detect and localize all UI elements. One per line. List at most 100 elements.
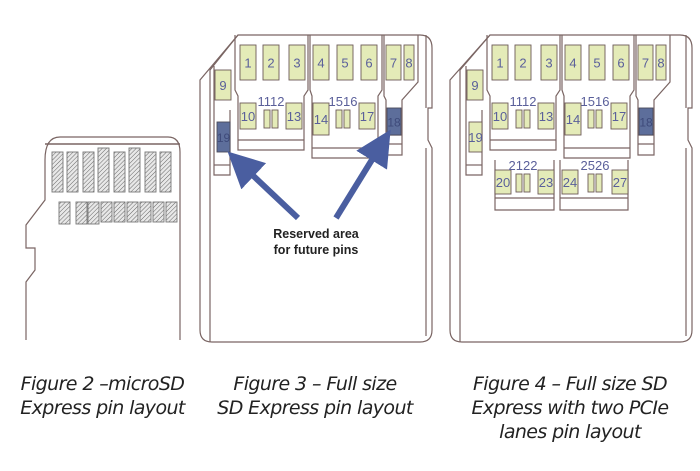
microsd-top-pin — [66, 151, 79, 193]
pin-label-9: 9 — [471, 78, 478, 93]
pin-17 — [358, 102, 376, 130]
microsd-bottom-pin — [152, 201, 165, 223]
pin-label-7: 7 — [390, 56, 397, 71]
pin-label-5: 5 — [593, 56, 600, 71]
pin-4 — [564, 44, 582, 81]
figure-4-caption-line1: Figure 4 – Full size SD — [472, 373, 668, 395]
pin-label-19: 19 — [217, 131, 231, 145]
microsd-top-pin — [144, 151, 157, 193]
card-contact-frame — [638, 134, 654, 145]
card-contact-frame — [309, 35, 383, 159]
pin-label-3: 3 — [293, 56, 300, 71]
pin-label-4: 4 — [317, 56, 324, 71]
pin-14 — [564, 102, 582, 136]
microsd-top-pin — [128, 147, 141, 193]
pin-label-13: 13 — [539, 109, 553, 124]
card-contact-frame — [561, 35, 635, 159]
pin-27 — [611, 169, 629, 195]
reserved-area-label-line2: for future pins — [274, 243, 359, 257]
pin-label-23: 23 — [539, 175, 553, 190]
pin-label-10: 10 — [493, 109, 507, 124]
pin-7 — [637, 44, 654, 81]
figure-2-caption: Figure 2 –microSD Express pin layout — [5, 372, 200, 420]
card-contact-frame — [386, 134, 402, 145]
pin-label-17: 17 — [360, 109, 374, 124]
pin-2 — [514, 44, 532, 81]
pin-label-13: 13 — [287, 109, 301, 124]
pin-label-18: 18 — [639, 116, 653, 130]
microsd-top-pin — [113, 151, 126, 193]
microsd-bottom-pin — [75, 201, 88, 225]
pin-18 — [386, 107, 402, 136]
microsd-top-pin — [97, 147, 110, 193]
pin-14 — [312, 102, 330, 136]
pin-label-25-26: 2526 — [581, 158, 610, 173]
pin-23 — [537, 169, 555, 195]
fullsize-sd-outline — [199, 34, 433, 343]
pin-2 — [262, 44, 280, 81]
pin-8 — [655, 44, 667, 81]
pin-21 — [515, 173, 523, 193]
pin-8 — [403, 44, 415, 81]
figure-2-caption-line2: Express pin layout — [20, 397, 185, 419]
pin-label-15-16: 1516 — [329, 94, 358, 109]
pin-5 — [588, 44, 606, 81]
pin-label-14: 14 — [314, 112, 328, 127]
pin-label-3: 3 — [545, 56, 552, 71]
figure-4-caption-line3: lanes pin layout — [499, 421, 641, 443]
pin-label-1: 1 — [244, 56, 251, 71]
pin-label-6: 6 — [617, 56, 624, 71]
pin-12 — [523, 109, 531, 129]
card-contact-frame — [635, 35, 671, 156]
pin-19 — [216, 121, 231, 153]
microsd-bottom-pin — [113, 201, 126, 223]
microsd-card — [25, 136, 181, 340]
figure-3-caption: Figure 3 – Full size SD Express pin layo… — [205, 372, 425, 420]
pin-label-21-22: 2122 — [509, 158, 538, 173]
microsd-top-pin — [159, 151, 172, 193]
microsd-bottom-pin — [126, 201, 139, 223]
figure-2-caption-line1: Figure 2 –microSD — [20, 373, 185, 395]
pin-label-4: 4 — [569, 56, 576, 71]
pin-label-27: 27 — [613, 175, 627, 190]
card-contact-frame — [234, 35, 309, 151]
pin-13 — [537, 102, 555, 130]
figure-4-caption-line2: Express with two PCIe — [471, 397, 669, 419]
reserved-arrow-left — [227, 151, 301, 221]
pin-label-18: 18 — [387, 116, 401, 130]
card-contact-frame — [383, 35, 419, 156]
pin-label-20: 20 — [496, 175, 510, 190]
pin-label-2: 2 — [519, 56, 526, 71]
pin-6 — [360, 44, 378, 81]
pin-15 — [587, 109, 595, 129]
two-lane-sd-inner-outline — [459, 34, 687, 342]
pin-label-9: 9 — [219, 78, 226, 93]
pin-label-5: 5 — [341, 56, 348, 71]
pin-11 — [515, 109, 523, 129]
pin-12 — [271, 109, 279, 129]
pin-label-15-16: 1516 — [581, 94, 610, 109]
figure-4-caption: Figure 4 – Full size SD Express with two… — [445, 372, 695, 444]
pin-label-8: 8 — [657, 56, 664, 71]
reserved-area-label-line1: Reserved area — [273, 227, 360, 241]
pin-10 — [491, 102, 509, 130]
figure-3-caption-line2: SD Express pin layout — [217, 397, 413, 419]
pin-1 — [239, 44, 257, 81]
pin-label-6: 6 — [365, 56, 372, 71]
pin-19 — [468, 121, 483, 153]
two-lane-sd-outline — [449, 34, 693, 343]
pin-label-11-12: 1112 — [510, 94, 537, 109]
pin-9 — [466, 69, 484, 101]
figure-3-caption-line1: Figure 3 – Full size — [233, 373, 397, 395]
microsd-pins — [51, 147, 178, 225]
pin-5 — [336, 44, 354, 81]
microsd-bottom-pin — [58, 201, 71, 225]
microsd-top-pin — [51, 151, 64, 193]
pin-13 — [285, 102, 303, 130]
pin-11 — [263, 109, 271, 129]
pin-7 — [385, 44, 402, 81]
pin-label-2: 2 — [267, 56, 274, 71]
